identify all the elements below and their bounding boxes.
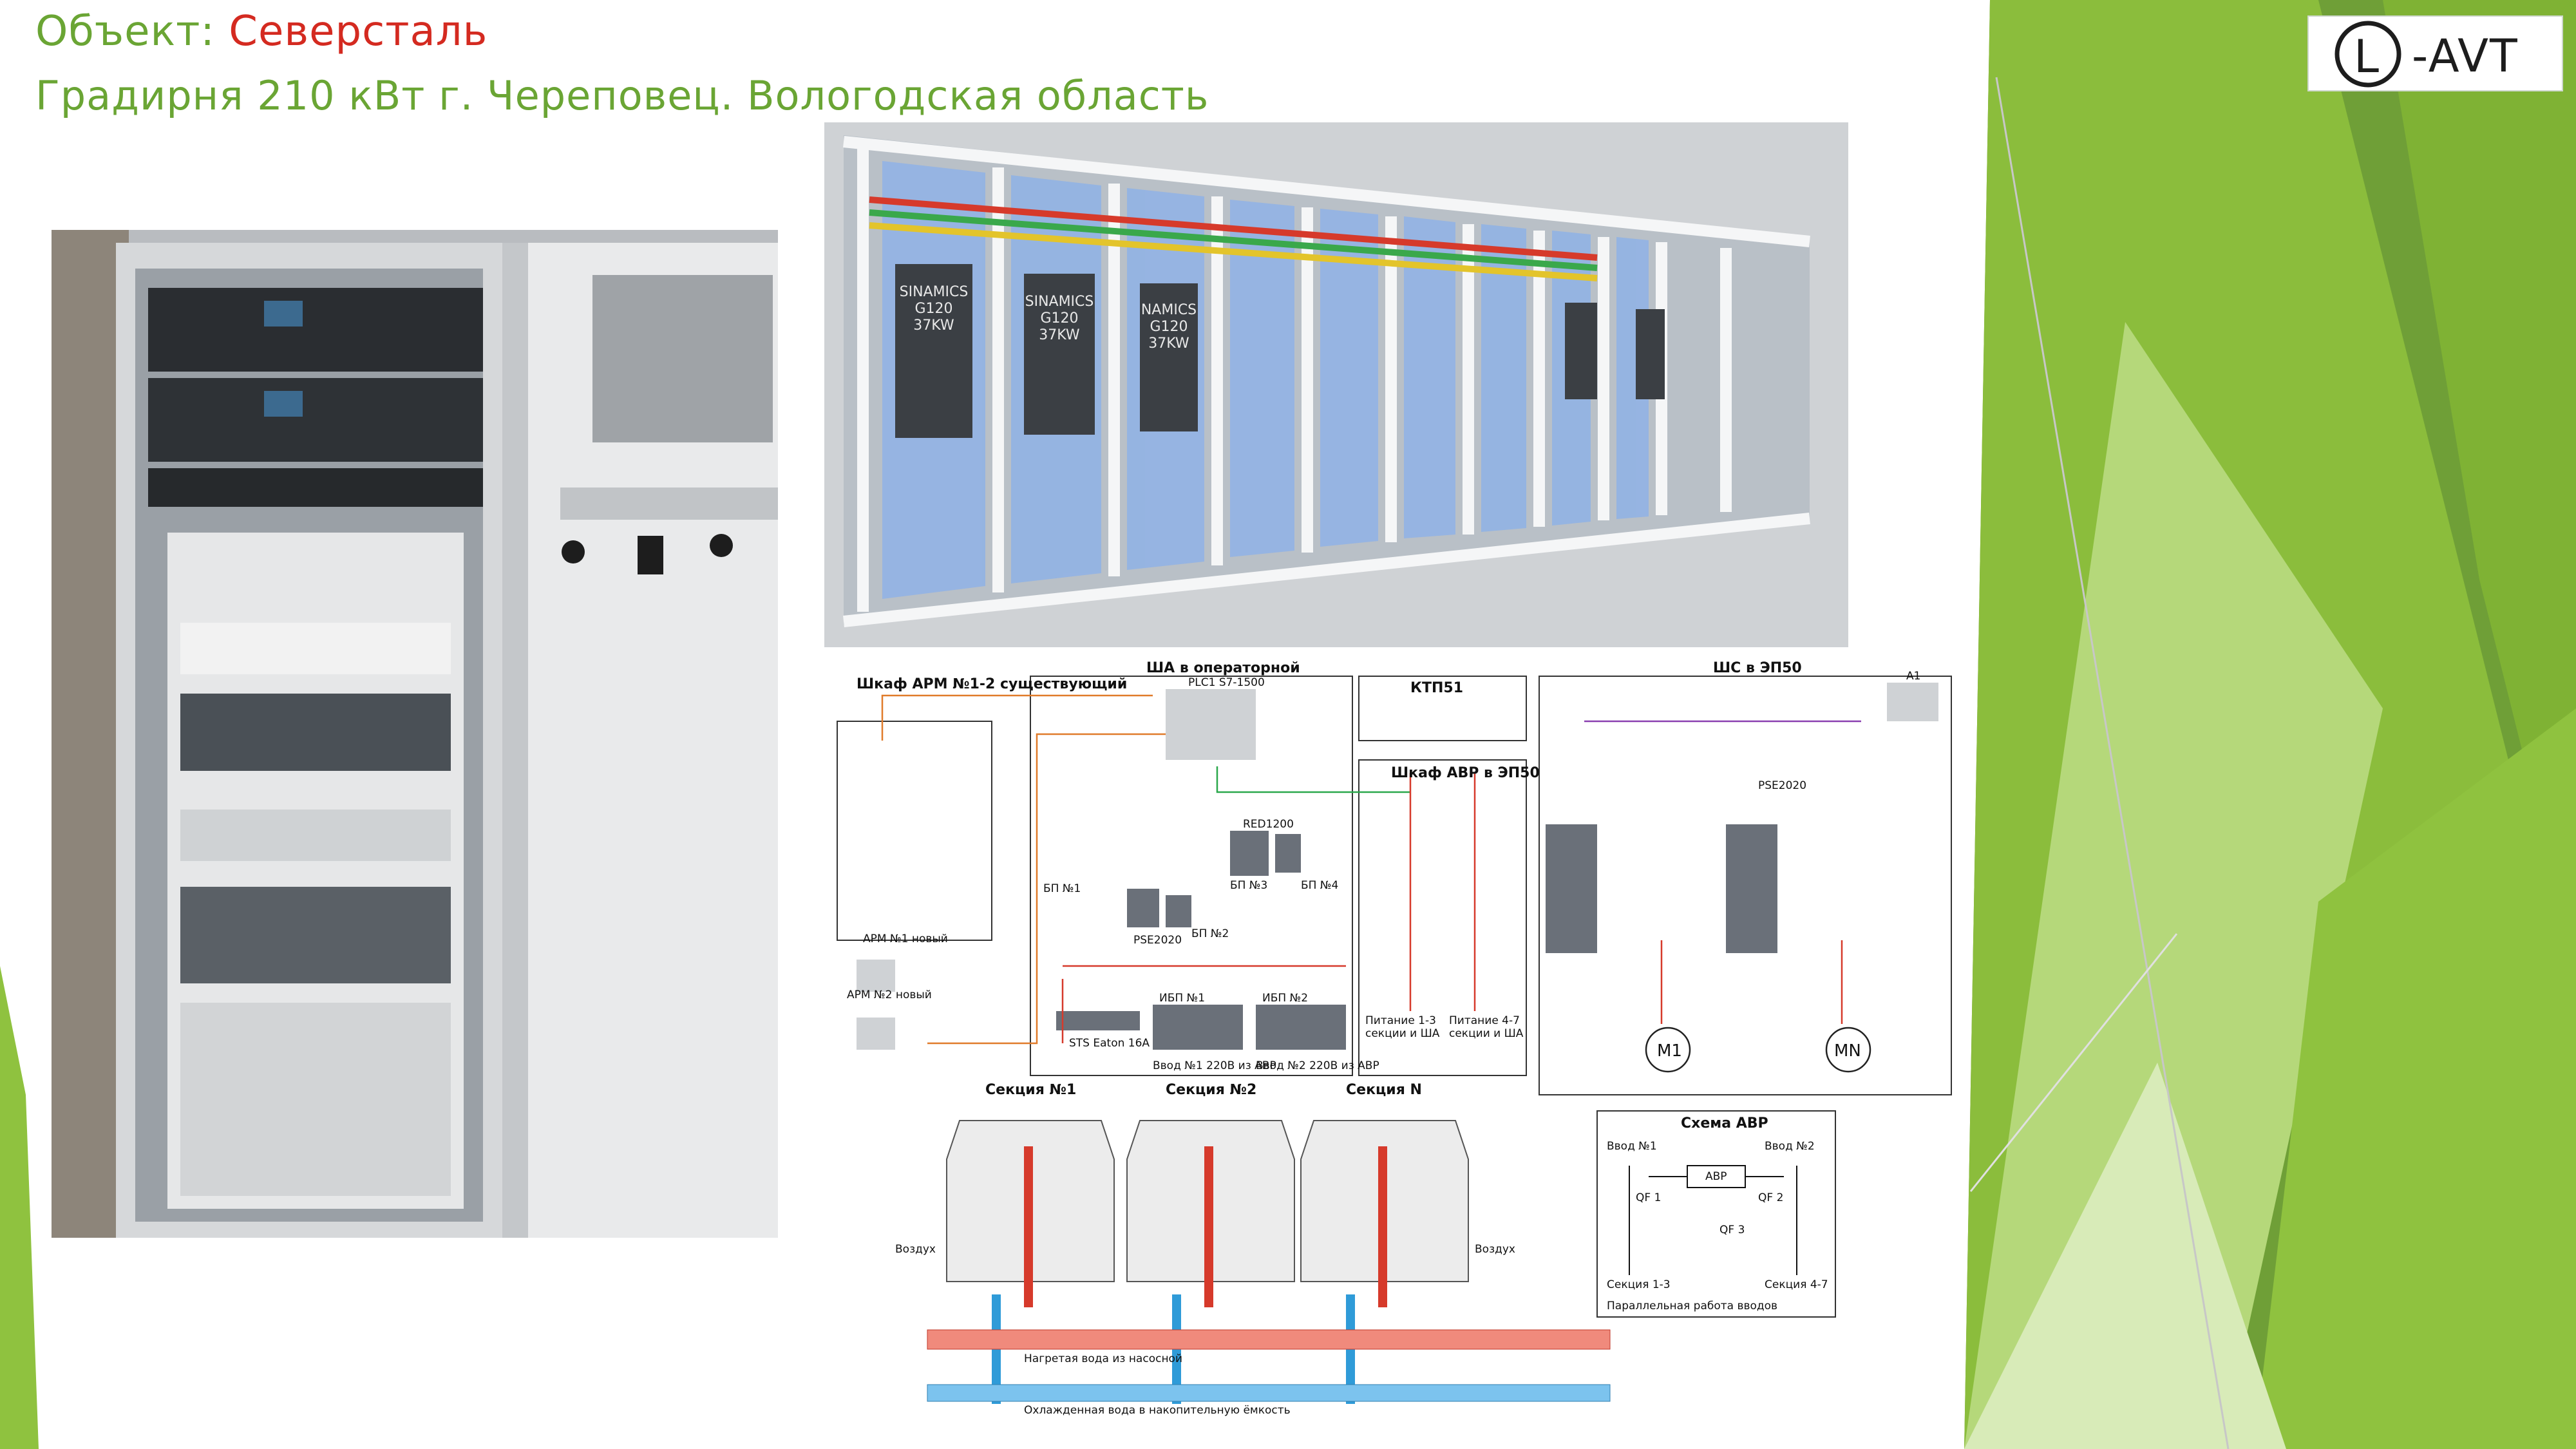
bp2-label: БП №2 <box>1191 927 1229 940</box>
qf2-label: QF 2 <box>1758 1191 1784 1204</box>
motor-m1 <box>1645 1027 1691 1073</box>
power-a-label: Питание 1-3 секции и ША <box>1365 1014 1440 1040</box>
shs-cabinet-frame <box>1539 676 1952 1095</box>
drive-block-1 <box>895 264 972 438</box>
sha-cabinet-frame <box>1030 676 1353 1076</box>
pse-right-label: PSE2020 <box>1758 779 1807 792</box>
logo-letter: L <box>2354 30 2379 83</box>
logo-text: -AVT <box>2412 30 2519 82</box>
section-n-label: Секция N <box>1346 1082 1422 1098</box>
drive-block-2 <box>1024 274 1095 435</box>
bp1-label: БП №1 <box>1043 882 1081 895</box>
drive-3-line-3: 37KW <box>1148 336 1189 352</box>
control-schematic: Шкаф АРМ №1-2 существующий ША в оператор… <box>831 657 1964 1430</box>
ups-left-label: ИБП №1 <box>1159 992 1206 1005</box>
drive-2-line-3: 37KW <box>1039 327 1080 343</box>
feed2-label: Ввод №2 220В из АВР <box>1256 1059 1379 1072</box>
avr-cabinet-frame <box>1358 759 1527 1076</box>
cold-water-label: Охлажденная вода в накопительную ёмкость <box>1024 1404 1291 1417</box>
drive-1-line-3: 37KW <box>913 317 954 334</box>
arm2-label: АРМ №2 новый <box>847 989 932 1001</box>
object-title: Объект: Северсталь <box>35 8 488 55</box>
avr-section-b: Секция 4-7 <box>1765 1278 1828 1291</box>
avr-input-1: Ввод №1 <box>1607 1140 1657 1153</box>
arm-cabinet-label: Шкаф АРМ №1-2 существующий <box>857 676 1128 692</box>
motor-m1-label: M1 <box>1657 1041 1682 1061</box>
avr-note: Параллельная работа вводов <box>1607 1300 1778 1312</box>
drive-3-line-2: G120 <box>1150 319 1188 335</box>
avr-cabinet-label: Шкаф АВР в ЭП50 <box>1391 765 1540 781</box>
arm1-label: АРМ №1 новый <box>863 933 948 945</box>
cabinet-photo <box>52 230 778 1238</box>
air-left-label: Воздух <box>895 1243 936 1256</box>
logo-emblem: L <box>2334 21 2401 88</box>
plc-label: PLC1 S7-1500 <box>1188 676 1265 689</box>
ups-right-label: ИБП №2 <box>1262 992 1309 1005</box>
avr-section-a: Секция 1-3 <box>1607 1278 1671 1291</box>
motor-mn <box>1825 1027 1871 1073</box>
avr-scheme-frame <box>1596 1110 1836 1318</box>
power-b-label: Питание 4-7 секции и ША <box>1449 1014 1524 1040</box>
air-right-label: Воздух <box>1475 1243 1515 1256</box>
arm-cabinet-frame <box>837 721 992 941</box>
qf3-label: QF 3 <box>1719 1224 1745 1236</box>
section-1-label: Секция №1 <box>985 1082 1077 1098</box>
shs-cabinet-label: ШС в ЭП50 <box>1713 660 1802 676</box>
company-logo: L -AVT <box>2307 15 2563 91</box>
avr-input-2: Ввод №2 <box>1765 1140 1815 1153</box>
drive-2-line-1: SINAMICS <box>1025 294 1094 310</box>
cabinet-3d-render: SINAMICS G120 37KW SINAMICS G120 37KW NA… <box>824 122 1848 647</box>
object-name: Северсталь <box>229 8 488 55</box>
drive-2-line-2: G120 <box>1040 310 1078 327</box>
avr-scheme-title: Схема АВР <box>1681 1115 1768 1132</box>
drive-block-3 <box>1140 283 1198 431</box>
bp3-label: БП №3 <box>1230 879 1268 892</box>
sts-label: STS Eaton 16A <box>1069 1037 1150 1050</box>
feed1-label: Ввод №1 220В из АВР <box>1153 1059 1276 1072</box>
section-2-label: Секция №2 <box>1166 1082 1257 1098</box>
site-subtitle: Градирня 210 кВт г. Череповец. Вологодск… <box>35 72 1209 119</box>
drive-3-line-1: NAMICS <box>1141 302 1197 318</box>
pse-left-label: PSE2020 <box>1133 934 1182 947</box>
hot-water-label: Нагретая вода из насосной <box>1024 1352 1183 1365</box>
ktp-label: КТП51 <box>1410 680 1464 696</box>
bp4-label: БП №4 <box>1301 879 1339 892</box>
avr-box-label: АВР <box>1705 1170 1727 1183</box>
ktp-frame <box>1358 676 1527 741</box>
qf1-label: QF 1 <box>1636 1191 1662 1204</box>
drive-1-line-1: SINAMICS <box>900 284 969 300</box>
red-label: RED1200 <box>1243 818 1294 831</box>
object-prefix: Объект: <box>35 8 229 55</box>
sha-cabinet-label: ША в операторной <box>1146 660 1300 676</box>
drive-1-line-2: G120 <box>914 301 952 317</box>
a1-label: A1 <box>1906 670 1921 683</box>
motor-mn-label: MN <box>1834 1041 1861 1061</box>
